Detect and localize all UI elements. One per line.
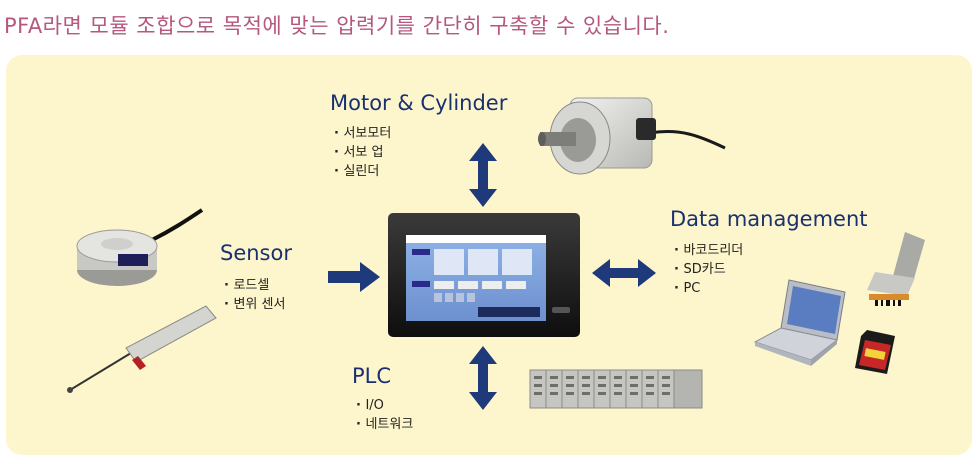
plc-arrow [469,346,497,410]
displacement-sensor-icon [67,305,217,393]
plc-list: I/O 네트워크 [356,396,413,434]
motor-arrow [469,143,497,207]
data-item: 바코드리더 [674,241,743,260]
load-cell-icon [76,208,204,286]
plc-item: I/O [356,396,413,415]
sensor-title: Sensor [220,241,292,265]
motor-list: 서보모터 서보 업 실린더 [334,124,391,181]
sensor-item: 로드셀 [224,276,285,295]
data-item: SD카드 [674,260,743,279]
plc-title: PLC [352,364,392,388]
headline: PFA라면 모듈 조합으로 목적에 맞는 압력기를 간단히 구축할 수 있습니다… [4,14,670,38]
barcode-reader-icon [867,232,925,306]
laptop-icon [753,279,846,366]
data-item: PC [674,279,743,298]
sensor-arrow [328,262,380,292]
motor-item: 서보모터 [334,124,391,143]
data-arrow [592,259,656,287]
io-module-icon [529,369,703,409]
sensor-list: 로드셀 변위 센서 [224,276,285,314]
motor-item: 서보 업 [334,143,391,162]
servo-motor-icon [538,97,726,175]
motor-item: 실린더 [334,162,391,181]
sd-card-icon [855,330,895,374]
touch-panel-icon [388,213,580,337]
plc-item: 네트워크 [356,415,413,434]
data-list: 바코드리더 SD카드 PC [674,241,743,298]
data-title: Data management [670,207,868,231]
sensor-item: 변위 센서 [224,295,285,314]
motor-title: Motor & Cylinder [330,91,508,115]
